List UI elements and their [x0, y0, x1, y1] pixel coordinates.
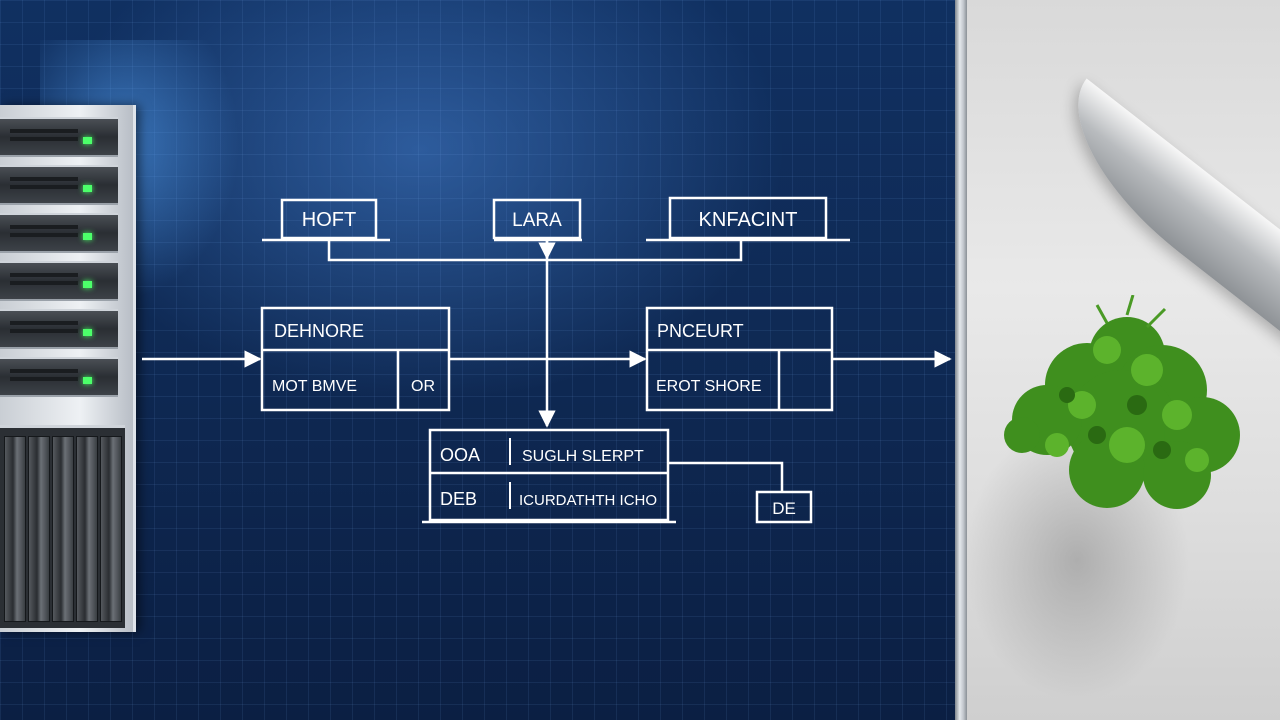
bottom-row2-code: DEB — [440, 489, 477, 509]
small-box-connector — [668, 461, 784, 492]
small-box — [755, 490, 813, 524]
server-unit — [0, 357, 118, 397]
left-box-row-left: MOT BMVE — [272, 378, 357, 395]
top-label-3: KNFACINT — [699, 209, 798, 231]
top-label-2: LARA — [512, 210, 562, 231]
bottom-row1-code: OOA — [440, 445, 480, 465]
drive-bay — [52, 436, 74, 622]
status-led-icon — [83, 329, 92, 336]
kitchen-photo — [967, 0, 1280, 720]
bottom-row2-text: ICURDATHTH ICHO — [519, 492, 657, 509]
server-unit — [0, 117, 118, 157]
top-box-2 — [492, 198, 582, 240]
bottom-box — [428, 428, 670, 522]
blueprint-board: HOFT LARA KNFACINT DEHNORE MOT BMVE OR P… — [0, 0, 955, 720]
drive-bay — [28, 436, 50, 622]
bottom-row1-text: SUGLH SLERPT — [522, 448, 644, 465]
left-box-row-right: OR — [411, 378, 435, 395]
status-led-icon — [83, 137, 92, 144]
server-unit — [0, 261, 118, 301]
small-box-label: DE — [772, 499, 796, 518]
left-box-title: DEHNORE — [274, 321, 364, 341]
status-led-icon — [83, 377, 92, 384]
drive-bay — [4, 436, 26, 622]
status-led-icon — [83, 233, 92, 240]
metal-divider — [955, 0, 967, 720]
status-led-icon — [83, 281, 92, 288]
server-unit — [0, 213, 118, 253]
status-led-icon — [83, 185, 92, 192]
fresh-herbs-icon — [1004, 295, 1240, 509]
drive-bay — [100, 436, 122, 622]
server-unit — [0, 165, 118, 205]
top-box-3 — [668, 196, 828, 240]
top-bus-line — [327, 240, 743, 262]
flow-diagram: HOFT LARA KNFACINT DEHNORE MOT BMVE OR P… — [142, 196, 952, 524]
top-label-1: HOFT — [302, 209, 356, 231]
drive-bays — [0, 425, 125, 628]
server-unit — [0, 309, 118, 349]
drive-bay — [76, 436, 98, 622]
right-box-row-left: EROT SHORE — [656, 378, 762, 395]
right-box-title: PNCEURT — [657, 321, 744, 341]
top-box-1 — [280, 198, 378, 240]
server-rack — [0, 105, 136, 632]
